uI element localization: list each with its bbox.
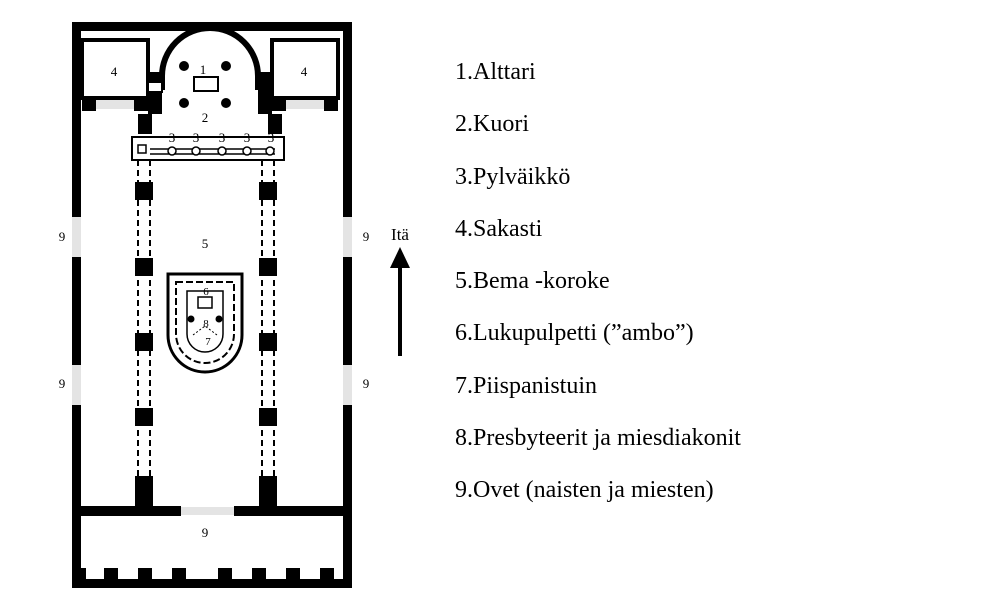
label-door-right-lower: 9 xyxy=(363,376,370,391)
label-ambo: 6 xyxy=(203,286,209,298)
label-door-left-upper: 9 xyxy=(59,229,66,244)
legend-item: 2.Kuori xyxy=(455,111,529,138)
legend: 1.Alttari 2.Kuori 3.Pylväikkö 4.Sakasti … xyxy=(455,46,741,517)
ambo-enclosure xyxy=(166,272,244,374)
label-door-left-lower: 9 xyxy=(59,376,66,391)
east-arrow xyxy=(390,247,410,356)
label-choir: 2 xyxy=(202,110,209,125)
label-bishop-throne: 7 xyxy=(205,336,211,348)
legend-item: 9.Ovet (naisten ja miesten) xyxy=(455,477,714,504)
label-sacristy-right: 4 xyxy=(301,64,308,79)
label-door-right-upper: 9 xyxy=(363,229,370,244)
legend-item: 3.Pylväikkö xyxy=(455,163,571,190)
label-colonnade: 3 xyxy=(169,130,176,145)
legend-item: 4.Sakasti xyxy=(455,215,543,242)
legend-item: 7.Piispanistuin xyxy=(455,372,598,399)
door-openings xyxy=(72,217,352,405)
narthex xyxy=(81,506,343,580)
legend-item: 5.Bema -koroke xyxy=(455,268,610,295)
legend-item: 1.Alttari xyxy=(455,59,536,85)
label-door-bottom: 9 xyxy=(202,525,209,540)
nave-columns xyxy=(135,160,277,506)
label-bema: 5 xyxy=(202,236,209,251)
colonnade-bar xyxy=(131,136,285,161)
sacristy-right xyxy=(270,38,340,111)
label-colonnade: 3 xyxy=(244,130,251,145)
altar xyxy=(179,61,231,108)
apse xyxy=(138,25,282,134)
label-colonnade: 3 xyxy=(268,130,275,145)
label-sacristy-left: 4 xyxy=(111,64,118,79)
compass-label: Itä xyxy=(391,225,409,244)
label-colonnade: 3 xyxy=(219,130,226,145)
label-altar: 1 xyxy=(200,62,207,77)
plan-number-labels: 1 2 3 3 3 3 3 4 4 5 6 7 8 9 9 9 9 9 xyxy=(59,62,370,540)
legend-item: 6.Lukupulpetti (”ambo”) xyxy=(455,320,694,347)
sacristy-left xyxy=(80,38,150,111)
label-presbyters: 8 xyxy=(203,318,209,330)
label-colonnade: 3 xyxy=(193,130,200,145)
legend-item: 8.Presbyteerit ja miesdiakonit xyxy=(455,425,741,452)
